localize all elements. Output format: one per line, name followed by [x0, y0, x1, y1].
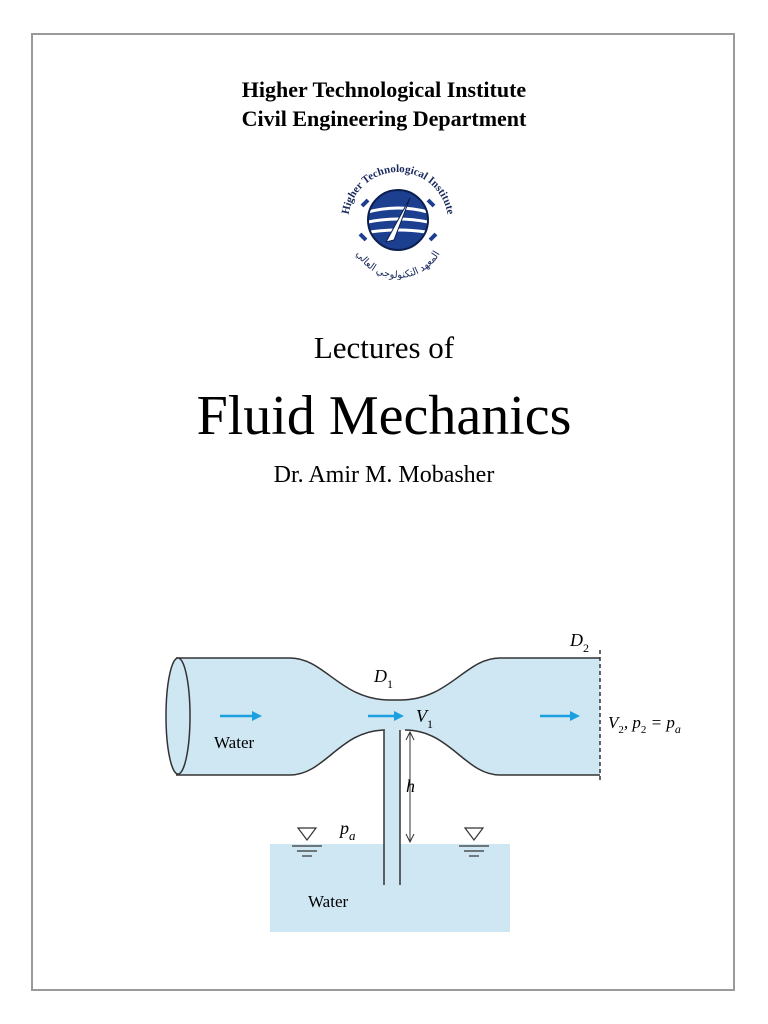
logo-globe [358, 189, 438, 251]
main-title: Fluid Mechanics [196, 385, 572, 447]
flow-arrow-exit [540, 711, 580, 721]
label-d2: D2 [569, 630, 589, 655]
label-water-tank: Water [308, 892, 348, 911]
author-name: Dr. Amir M. Mobasher [273, 462, 495, 488]
lectures-of-label: Lectures of [313, 330, 455, 365]
department-name: Civil Engineering Department [241, 106, 527, 131]
pipe-top-wall [176, 657, 600, 701]
label-d1: D1 [373, 666, 393, 691]
suction-tube [384, 730, 400, 885]
institute-name: Higher Technological Institute [241, 77, 527, 102]
institute-logo: Higher Technological Institute المعهد ال… [340, 163, 457, 280]
label-h: h [406, 776, 415, 796]
pipe-inlet-end [165, 657, 191, 775]
label-pa: pa [338, 818, 356, 843]
venturi-figure: Water Water D1 D2 V1 h pa V2, p2 = pa [165, 630, 681, 932]
page-border [31, 33, 735, 991]
flow-arrow-inlet [220, 711, 262, 721]
label-water-pipe: Water [214, 733, 254, 752]
pipe-bottom-wall [176, 729, 600, 776]
label-v1: V1 [416, 706, 433, 731]
free-surface-symbol-left [292, 827, 322, 857]
logo-text-bottom: المعهد التكنولوجي العالي [353, 249, 442, 280]
free-surface-symbol-right [459, 827, 489, 857]
label-exit-conditions: V2, p2 = pa [608, 713, 681, 736]
flow-arrow-throat [368, 711, 404, 721]
